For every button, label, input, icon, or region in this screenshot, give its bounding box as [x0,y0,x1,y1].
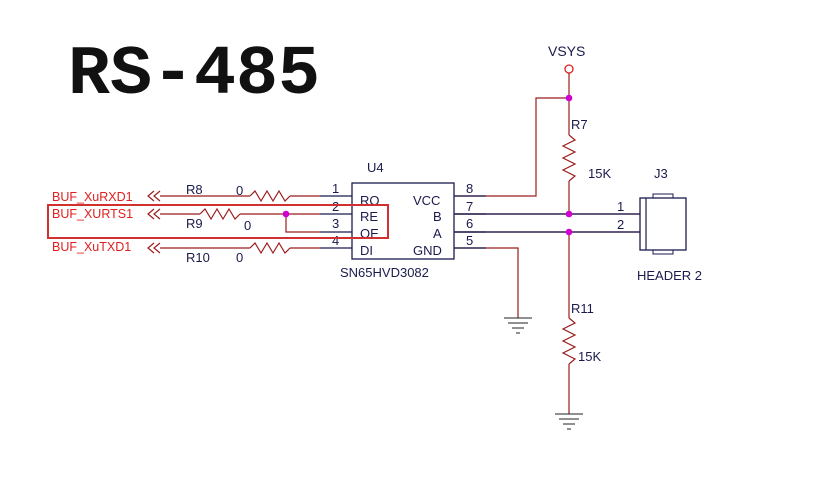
connector-tab [652,193,674,199]
junction-dot [565,94,573,102]
pin-name: A [433,226,442,241]
pin-number: 8 [466,181,473,196]
ic-body [351,182,455,260]
r9-value: 0 [244,218,251,233]
pin-name: DI [360,243,373,258]
r7-ref: R7 [571,117,588,132]
pin-name: VCC [413,193,440,208]
wire-gnd [455,247,519,318]
resistor-r8 [249,189,291,203]
double-chevron-left-icon [147,190,161,202]
pin-number: 2 [332,199,339,214]
highlight-box [47,204,389,239]
r7-value: 15K [588,166,611,181]
net-label-rts: BUF_XURTS1 [52,207,133,221]
pin-number: 4 [332,233,339,248]
ground-icon [504,317,532,334]
double-chevron-left-icon [147,242,161,254]
r10-ref: R10 [186,250,210,265]
resistor-r7 [561,134,577,182]
resistor-r9 [199,207,241,221]
connector-ref: J3 [654,166,668,181]
r10-value: 0 [236,250,243,265]
pin-number: 6 [466,216,473,231]
net-label-rxd: BUF_XuRXD1 [52,190,133,204]
ic-ref: U4 [367,160,384,175]
pin-name: GND [413,243,442,258]
r8-ref: R8 [186,182,203,197]
junction-dot [565,228,573,236]
wire-oe [285,214,320,233]
double-chevron-left-icon [147,208,161,220]
connector-body [639,197,687,251]
power-label: VSYS [548,43,585,59]
junction-dot [282,210,290,218]
connector-tab [652,249,674,255]
connector-name: HEADER 2 [637,268,702,283]
pin-name: RE [360,209,378,224]
pin-number: 3 [332,216,339,231]
pin-number: 5 [466,233,473,248]
ground-icon [555,413,583,430]
resistor-r10 [249,241,291,255]
pin-number: 7 [466,199,473,214]
r11-value: 15K [578,349,601,364]
r8-value: 0 [236,183,243,198]
junction-dot [565,210,573,218]
r11-ref: R11 [571,301,594,316]
connector-pin-1: 1 [617,199,624,214]
page-title: RS-485 [68,36,320,115]
net-label-txd: BUF_XuTXD1 [52,240,131,254]
connector-pin-2: 2 [617,217,624,232]
pin-name: B [433,209,442,224]
ic-part-number: SN65HVD3082 [340,265,429,280]
r9-ref: R9 [186,216,203,231]
power-symbol [564,64,574,74]
resistor-r11 [561,317,577,365]
pin-number: 1 [332,181,339,196]
wire-vcc [455,97,569,197]
